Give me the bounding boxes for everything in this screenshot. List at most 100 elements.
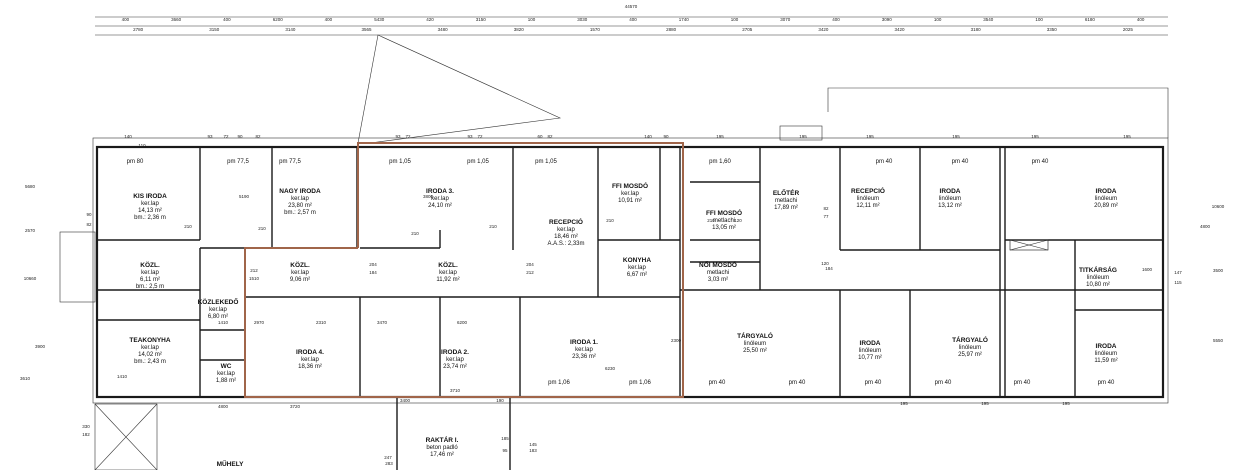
room-name: TÁRGYALÓ <box>952 335 988 344</box>
room-name: KIS IRODA <box>133 193 167 200</box>
room-detail: A.A.S.: 2,33m <box>547 241 584 247</box>
dimension-label: 195 <box>1031 134 1039 139</box>
room-name: IRODA <box>940 188 961 195</box>
room-detail: 6,80 m² <box>208 314 228 320</box>
floor-level-label: pm 1,06 <box>629 380 651 386</box>
dimension-label: 4800 <box>1200 224 1211 229</box>
room-name: MŰHELY <box>217 459 245 468</box>
room-name: TÁRGYALÓ <box>737 331 773 340</box>
room-detail: ker.lap <box>621 191 639 197</box>
floor-level-label: pm 40 <box>1098 380 1115 386</box>
dimension-label: 190 <box>496 398 504 403</box>
room-name: IRODA 4. <box>296 349 324 356</box>
dimension-label: 95 <box>502 448 508 453</box>
room-name: WC <box>221 363 232 370</box>
room-detail: ker.lap <box>301 357 319 363</box>
dimension-label: 3140 <box>285 27 296 32</box>
room-detail: linóleum <box>1087 275 1109 281</box>
room-name: KÖZL. <box>140 260 160 269</box>
room-detail: ker.lap <box>141 201 159 207</box>
highlighted-area-boundary <box>244 142 684 398</box>
dimension-label: 3820 <box>514 27 525 32</box>
room-detail: 24,10 m² <box>428 203 452 209</box>
room-detail: ker.lap <box>431 196 449 202</box>
dimension-label: 400 <box>832 17 840 22</box>
floor-level-label: pm 1,05 <box>467 159 489 165</box>
dimension-label: 183 <box>529 448 537 453</box>
room-detail: 23,36 m² <box>572 354 596 360</box>
dimension-label: 210 <box>258 226 266 231</box>
room-detail: metlachi <box>713 218 735 224</box>
floor-level-label: pm 40 <box>865 380 882 386</box>
room-name: IRODA 2. <box>441 349 469 356</box>
room-detail: linóleum <box>939 196 961 202</box>
floor-level-label: pm 1,05 <box>535 159 557 165</box>
dimension-label: 1570 <box>590 27 601 32</box>
dimension-label: 5190 <box>239 194 250 199</box>
floor-level-label: pm 80 <box>127 159 144 165</box>
room-name: KÖZLEKEDŐ <box>198 297 239 306</box>
dimension-label: 90 <box>663 134 669 139</box>
room-detail: ker.lap <box>557 227 575 233</box>
room-name: IRODA 1. <box>570 339 598 346</box>
dimension-label: 195 <box>981 401 989 406</box>
room-name: NŐI MOSDÓ <box>699 260 737 269</box>
dimension-label: 72 <box>223 134 229 139</box>
room-detail: linóleum <box>1095 351 1117 357</box>
room-detail: 13,12 m² <box>938 203 962 209</box>
room-detail: 18,36 m² <box>298 364 322 370</box>
dimension-label: 3800 <box>423 194 434 199</box>
dimension-label: 93 <box>467 134 473 139</box>
dimension-label: 3720 <box>290 404 301 409</box>
dimension-label: 6180 <box>1085 17 1096 22</box>
dimension-label: 120 <box>821 261 829 266</box>
dimension-label: 3470 <box>377 320 388 325</box>
dimension-label: 204 <box>369 262 377 267</box>
room-detail: 6,11 m² <box>140 277 160 283</box>
room-detail: bm.: 2,43 m <box>134 359 166 365</box>
dimension-label: 2780 <box>133 27 144 32</box>
dimension-label: 195 <box>1062 401 1070 406</box>
dimension-label: 120 <box>734 218 742 223</box>
dimension-label: 3660 <box>171 17 182 22</box>
dimension-label: 5550 <box>1213 338 1224 343</box>
dimension-label: 6200 <box>273 17 284 22</box>
dimension-label: 82 <box>86 222 92 227</box>
dimension-label: 247 <box>384 455 392 460</box>
room-name: RECEPCIÓ <box>851 186 885 195</box>
dimension-label: 3420 <box>894 27 905 32</box>
room-detail: bm.: 2,5 m <box>136 284 164 290</box>
overall-dimension: 44570 <box>625 4 638 9</box>
room-detail: linóleum <box>859 348 881 354</box>
room-detail: 23,80 m² <box>288 203 312 209</box>
dimension-label: 1510 <box>249 276 260 281</box>
dimension-label: 204 <box>526 262 534 267</box>
dimension-label: 2300 <box>671 338 682 343</box>
room-detail: 17,46 m² <box>430 452 454 458</box>
room-detail: metlachi <box>707 270 729 276</box>
room-detail: 11,92 m² <box>436 277 459 283</box>
room-name: KÖZL. <box>290 260 310 269</box>
floor-level-label: pm 1,06 <box>548 380 570 386</box>
room-name: KÖZL. <box>438 260 458 269</box>
dimension-label: 3420 <box>818 27 829 32</box>
dimension-label: 330 <box>82 424 90 429</box>
room-detail: 17,89 m² <box>774 205 798 211</box>
room-detail: ker.lap <box>446 357 464 363</box>
dimension-label: 3710 <box>450 388 461 393</box>
dimension-label: 420 <box>426 17 434 22</box>
dimension-label: 140 <box>124 134 132 139</box>
room-detail: bm.: 2,36 m <box>134 215 166 221</box>
dimension-label: 3400 <box>400 398 411 403</box>
dimension-label: 212 <box>526 270 534 275</box>
floor-level-label: pm 40 <box>709 380 726 386</box>
dimension-label: 3070 <box>780 17 791 22</box>
dimension-label: 82 <box>823 206 829 211</box>
room-detail: 13,05 m² <box>712 225 736 231</box>
room-name: IRODA <box>1096 343 1117 350</box>
dimension-label: 400 <box>223 17 231 22</box>
room-detail: 6,67 m² <box>627 272 647 278</box>
dimension-label: 195 <box>1123 134 1131 139</box>
dimension-label: 195 <box>799 134 807 139</box>
